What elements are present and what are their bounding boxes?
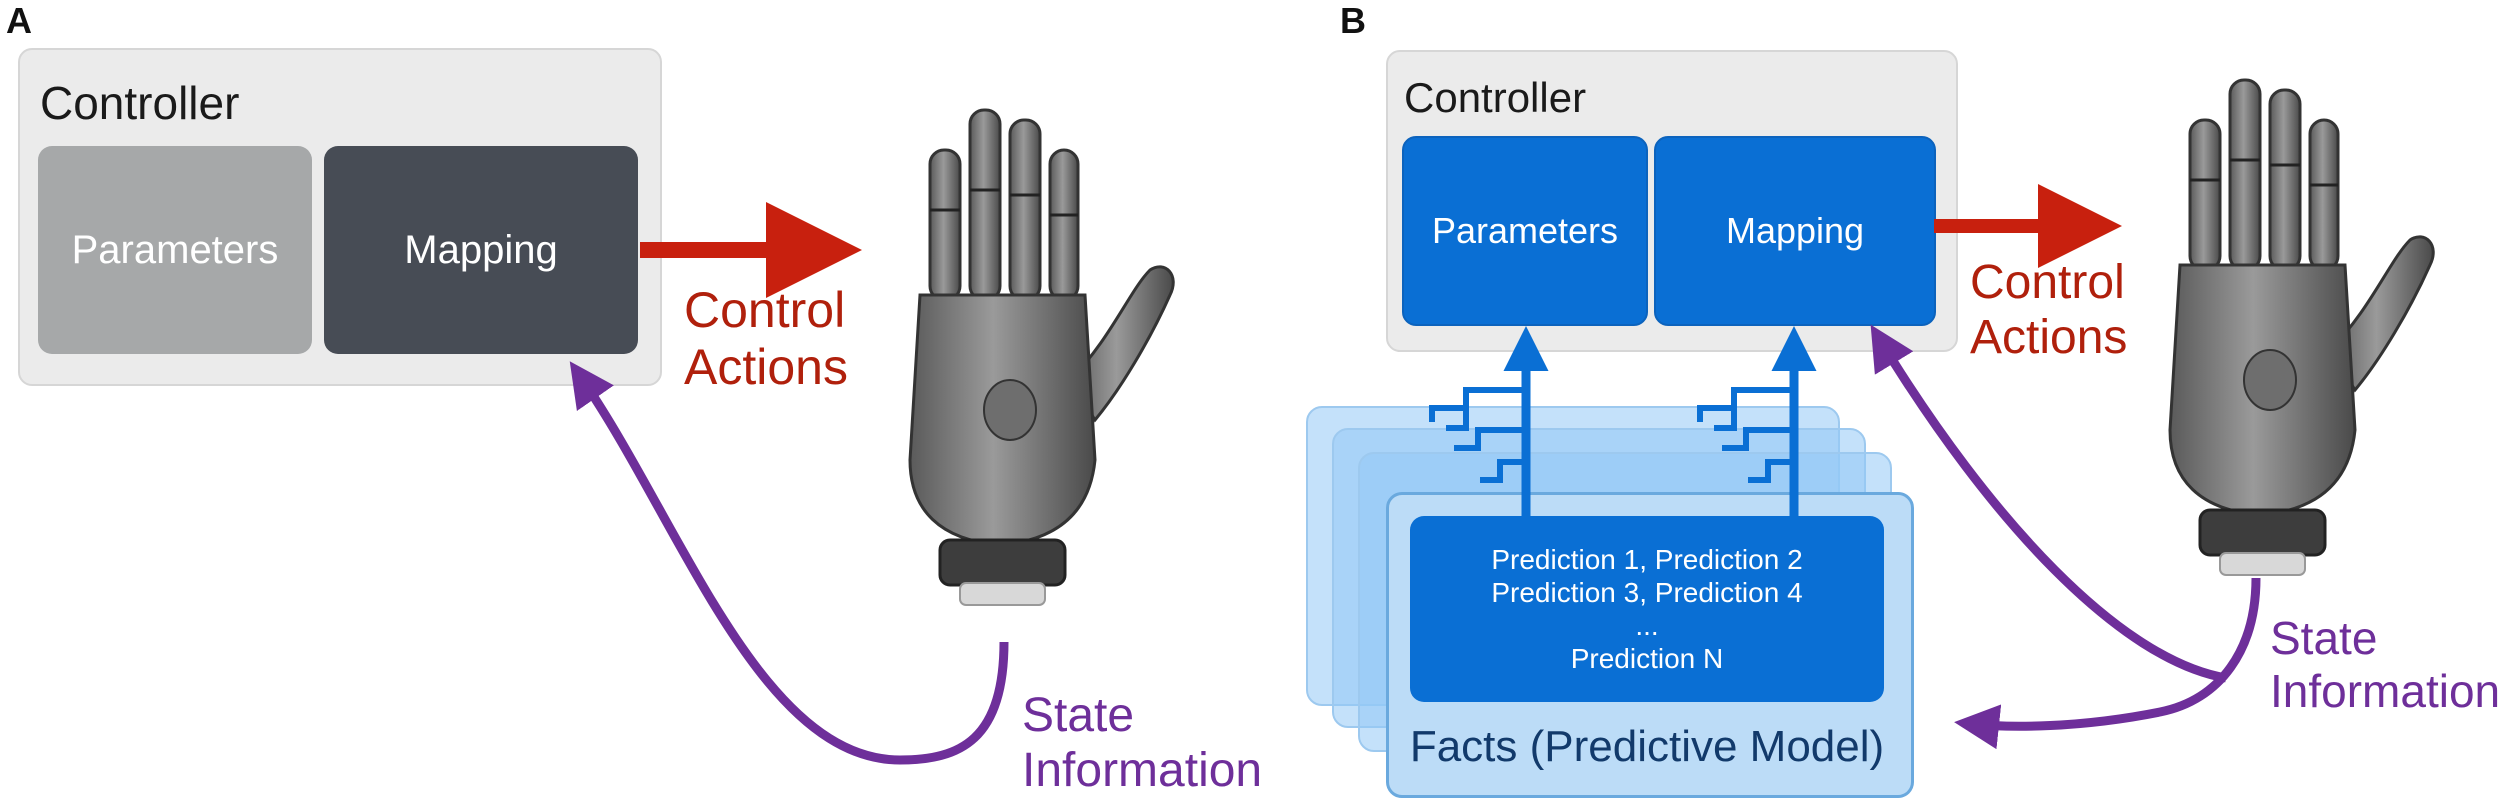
predictions-box: Prediction 1, Prediction 2 Prediction 3,… — [1410, 516, 1884, 702]
mapping-label-b: Mapping — [1725, 210, 1865, 251]
prosthetic-hand-icon — [2168, 78, 2435, 577]
panel-a-letter: A — [6, 0, 32, 41]
state-information-arrow-b-facts — [1954, 577, 2261, 750]
control-actions-line2-b: Actions — [1970, 310, 2128, 364]
state-information-line2-a: Information — [1022, 744, 1263, 798]
prediction-line-4: Prediction N — [1570, 643, 1724, 675]
prediction-line-1: Prediction 1, Prediction 2 — [1491, 543, 1803, 575]
parameters-box-b: Parameters — [1402, 136, 1648, 326]
control-actions-line2-a: Actions — [684, 339, 848, 395]
panel-b-letter: B — [1340, 0, 1366, 41]
controller-title-b: Controller — [1404, 74, 1587, 121]
tree-connectors-right — [1697, 387, 1794, 483]
state-information-line2-b: Information — [2270, 664, 2500, 717]
parameters-box-a: Parameters — [38, 146, 312, 354]
state-information-label-b: State Information — [2270, 612, 2500, 718]
mapping-box-a: Mapping — [324, 146, 638, 354]
parameters-label-a: Parameters — [71, 227, 279, 272]
mapping-label-a: Mapping — [404, 227, 558, 272]
facts-label: Facts (Predictive Model) — [1409, 722, 1885, 771]
prediction-line-2: Prediction 3, Prediction 4 — [1491, 576, 1803, 608]
controller-title-a: Controller — [40, 77, 240, 129]
mapping-box-b: Mapping — [1654, 136, 1936, 326]
parameters-label-b: Parameters — [1431, 210, 1619, 251]
tree-connectors-left — [1429, 387, 1526, 483]
state-information-label-a: State Information — [1022, 688, 1262, 798]
state-information-line1-b: State — [2270, 612, 2378, 664]
state-information-arrow-b-controller — [1870, 324, 2227, 683]
unused-path — [1966, 580, 2256, 730]
prosthetic-hand-icon — [908, 108, 1175, 607]
state-information-arrow-a — [569, 361, 1009, 765]
state-information-line1-a: State — [1022, 689, 1135, 742]
prediction-line-3: ... — [1635, 610, 1659, 641]
